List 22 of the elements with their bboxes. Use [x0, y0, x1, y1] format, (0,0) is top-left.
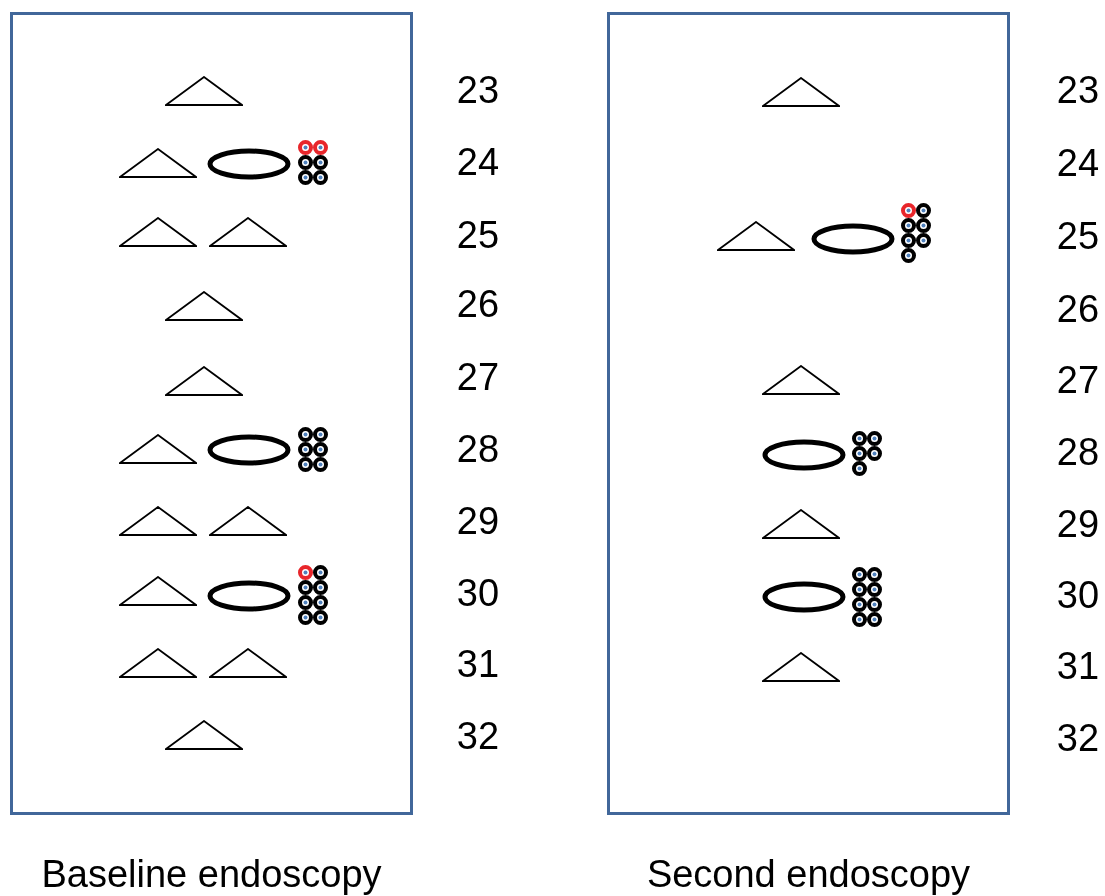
row-number: 28: [1056, 433, 1100, 471]
row-number: 25: [456, 216, 500, 254]
panel-caption: Second endoscopy: [646, 855, 971, 893]
row-number: 28: [456, 430, 500, 468]
row-number: 27: [1056, 361, 1100, 399]
row-number: 29: [456, 502, 500, 540]
row-number: 24: [456, 143, 500, 181]
row-number: 30: [1056, 576, 1100, 614]
row-number: 31: [456, 645, 500, 683]
row-number: 23: [456, 71, 500, 109]
row-number: 27: [456, 358, 500, 396]
row-number: 32: [1056, 719, 1100, 757]
row-number: 25: [1056, 217, 1100, 255]
panel-caption: Baseline endoscopy: [41, 855, 382, 893]
row-number: 32: [456, 717, 500, 755]
row-number: 30: [456, 574, 500, 612]
row-number: 26: [1056, 290, 1100, 328]
row-number: 29: [1056, 505, 1100, 543]
row-number: 26: [456, 285, 500, 323]
row-number: 23: [1056, 71, 1100, 109]
row-number: 31: [1056, 647, 1100, 685]
row-number: 24: [1056, 144, 1100, 182]
